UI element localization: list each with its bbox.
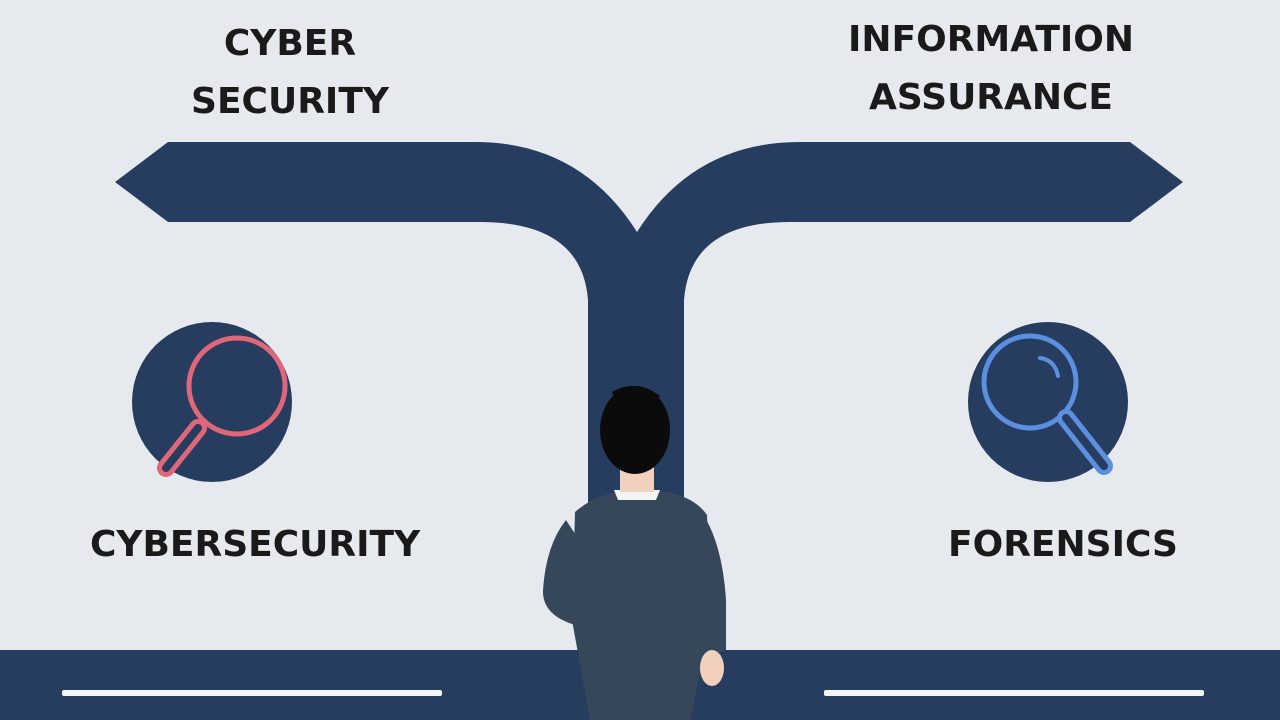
forensics-label: FORENSICS xyxy=(948,524,1178,565)
left-direction-label: CYBER SECURITY xyxy=(180,26,400,120)
road-marking-left xyxy=(62,690,442,696)
forensics-badge xyxy=(968,322,1128,482)
magnifying-glass-icon xyxy=(157,335,288,477)
cybersecurity-label: CYBERSECURITY xyxy=(90,524,421,565)
right-direction-line-2: ASSURANCE xyxy=(868,77,1114,118)
road-marking-right xyxy=(824,690,1204,696)
left-direction-line-2: SECURITY xyxy=(191,81,389,122)
cybersecurity-badge xyxy=(132,322,292,482)
right-direction-label: INFORMATION ASSURANCE xyxy=(836,22,1146,116)
magnifying-glass-icon xyxy=(981,333,1113,475)
person-figure xyxy=(542,385,726,720)
right-direction-line-1: INFORMATION xyxy=(847,19,1134,60)
left-direction-line-1: CYBER xyxy=(223,23,357,64)
